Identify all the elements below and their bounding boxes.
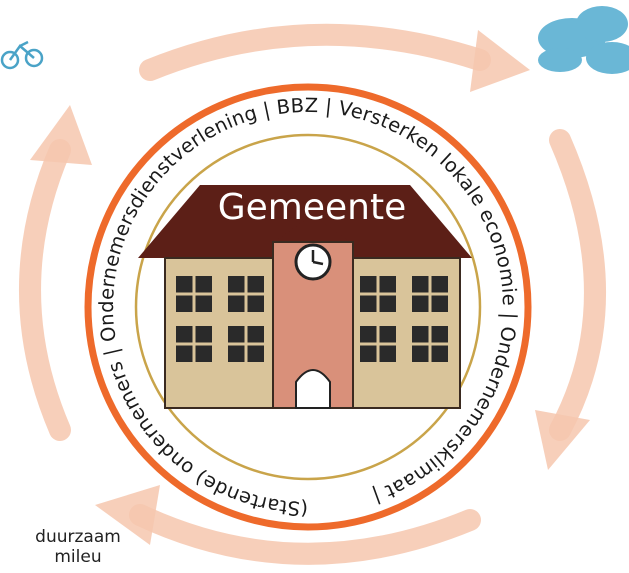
town-hall-building: Gemeente <box>138 185 472 409</box>
corner-label-line2: mileu <box>54 547 102 567</box>
building-door <box>295 369 331 409</box>
arrow-heads <box>30 30 590 545</box>
outer-ring <box>84 83 532 531</box>
corner-label: duurzaam mileu <box>14 527 142 567</box>
recycle-arrow-icon <box>19 23 606 565</box>
inner-ring <box>134 133 482 481</box>
bicycle-icon <box>0 40 44 70</box>
corner-label-line1: duurzaam <box>35 527 121 547</box>
building-title: Gemeente <box>218 187 407 228</box>
tower-roof <box>270 215 355 245</box>
cloud-icon <box>538 6 629 74</box>
clock-icon <box>294 243 332 281</box>
window-panes <box>176 276 448 362</box>
